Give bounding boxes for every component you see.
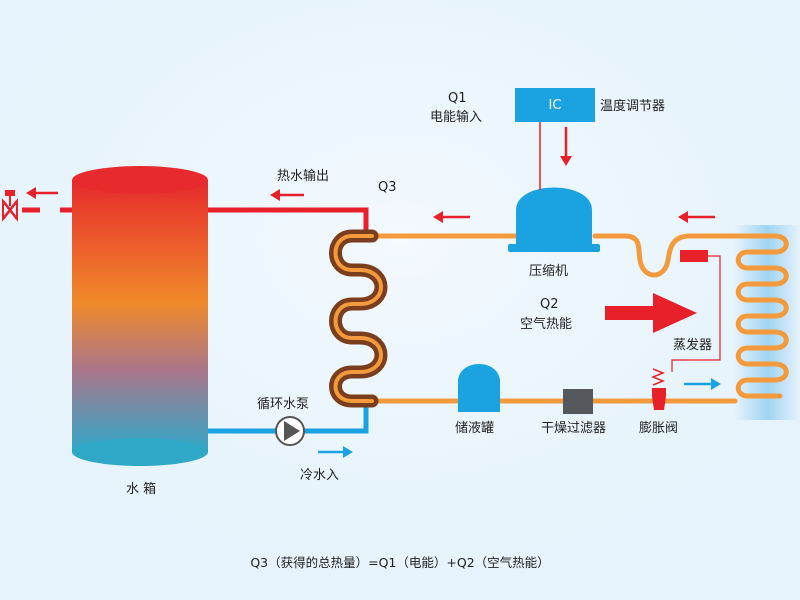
ic-box <box>515 88 595 122</box>
label-cold-water-in: 冷水入 <box>300 468 339 483</box>
refrigerant-loop <box>369 233 789 404</box>
sensor-bulb <box>680 250 708 262</box>
pipe-compressor-to-evaporator <box>592 233 743 278</box>
arrow-ic-down <box>560 127 572 166</box>
label-pump: 循环水泵 <box>257 397 309 412</box>
label-receiver: 储液罐 <box>455 421 494 436</box>
label-q2: Q2 <box>540 297 559 312</box>
label-compressor: 压缩机 <box>529 263 568 279</box>
capillary-line <box>671 255 721 372</box>
label-q3: Q3 <box>378 180 397 195</box>
receiver-tank <box>458 364 500 412</box>
formula: Q3（获得的总热量）=Q1（电能）+Q2（空气热能） <box>250 555 549 570</box>
label-hot-water-out: 热水输出 <box>277 168 329 184</box>
arrow-evaporator-left <box>678 211 715 223</box>
valve-icon <box>1 190 18 222</box>
label-electric-input: 电能输入 <box>430 109 482 125</box>
arrow-air-heat-right <box>605 293 697 333</box>
pump-icon <box>275 416 305 446</box>
compressor <box>508 187 600 252</box>
label-filter-drier: 干燥过滤器 <box>541 421 606 436</box>
arrow-cold-water-right <box>318 446 353 458</box>
water-tank <box>72 166 208 466</box>
label-thermostat: 温度调节器 <box>600 98 665 114</box>
label-ic: IC <box>549 98 562 113</box>
arrow-hot-water-left <box>270 189 304 201</box>
flow-arrows <box>26 127 721 458</box>
arrow-refrigerant-right <box>684 378 721 390</box>
label-tank: 水 箱 <box>126 481 156 497</box>
label-air-heat: 空气热能 <box>520 316 572 332</box>
filter-drier <box>563 389 593 414</box>
cold-water-line <box>208 401 369 434</box>
hot-water-line <box>22 207 369 236</box>
heat-exchanger-coil <box>329 229 388 408</box>
arrow-outlet-left <box>26 187 58 199</box>
expansion-valve <box>650 368 666 410</box>
label-evaporator: 蒸发器 <box>673 337 712 353</box>
label-q1: Q1 <box>448 91 467 106</box>
evaporator-fins <box>735 225 800 420</box>
evaporator-coil <box>735 233 789 399</box>
arrow-refrigerant-left <box>433 211 470 223</box>
label-expansion-valve: 膨胀阀 <box>639 421 678 436</box>
